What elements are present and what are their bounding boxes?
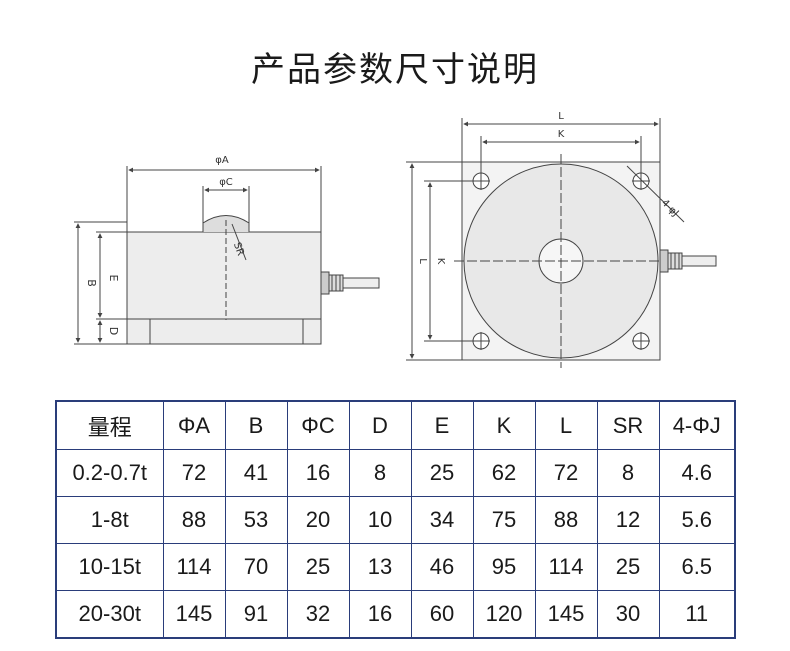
table-cell: 75 (472, 496, 536, 544)
table-row: 10-15t 114 70 25 13 46 95 114 25 6.5 (55, 543, 736, 591)
table-cell: 60 (410, 590, 474, 639)
table-header-cell: B (224, 400, 288, 450)
table-header-cell: SR (596, 400, 660, 450)
table-cell: 95 (472, 543, 536, 591)
table-cell: 72 (162, 449, 226, 497)
table-cell: 88 (162, 496, 226, 544)
table-cell: 4.6 (658, 449, 736, 497)
table-cell: 145 (162, 590, 226, 639)
table-header-cell: D (348, 400, 412, 450)
table-header-cell: E (410, 400, 474, 450)
top-view (406, 118, 717, 368)
table-cell: 91 (224, 590, 288, 639)
table-cell: 72 (534, 449, 598, 497)
label-l-side: L (417, 258, 428, 264)
table-header-cell: ΦC (286, 400, 350, 450)
table-header-cell: 4-ΦJ (658, 400, 736, 450)
table-cell: 20-30t (55, 590, 164, 639)
table-header-cell: 量程 (55, 400, 164, 450)
table-cell: 25 (286, 543, 350, 591)
table-cell: 0.2-0.7t (55, 449, 164, 497)
table-cell: 41 (224, 449, 288, 497)
table-cell: 16 (348, 590, 412, 639)
table-cell: 34 (410, 496, 474, 544)
table-header-row: 量程 ΦA B ΦC D E K L SR 4-ΦJ (55, 400, 736, 450)
spec-table: 量程 ΦA B ΦC D E K L SR 4-ΦJ 0.2-0.7t 72 4… (55, 400, 736, 639)
label-sr: SR (231, 241, 246, 257)
label-b: B (85, 279, 98, 287)
table-cell: 145 (534, 590, 598, 639)
table-cell: 25 (410, 449, 474, 497)
table-cell: 1-8t (55, 496, 164, 544)
connector-side (320, 271, 380, 295)
technical-drawing: φA φC B E D SR (74, 111, 717, 368)
table-cell: 32 (286, 590, 350, 639)
label-phi-a: φA (215, 155, 229, 166)
table-cell: 70 (224, 543, 288, 591)
table-row: 20-30t 145 91 32 16 60 120 145 30 11 (55, 590, 736, 639)
table-cell: 13 (348, 543, 412, 591)
side-view (74, 166, 380, 345)
table-cell: 11 (658, 590, 736, 639)
table-cell: 8 (596, 449, 660, 497)
table-cell: 10 (348, 496, 412, 544)
label-k-top: K (558, 129, 565, 140)
table-cell: 20 (286, 496, 350, 544)
table-cell: 5.6 (658, 496, 736, 544)
table-row: 0.2-0.7t 72 41 16 8 25 62 72 8 4.6 (55, 449, 736, 497)
table-cell: 46 (410, 543, 474, 591)
table-header-cell: ΦA (162, 400, 226, 450)
table-cell: 12 (596, 496, 660, 544)
table-cell: 114 (534, 543, 598, 591)
table-header-cell: K (472, 400, 536, 450)
table-cell: 6.5 (658, 543, 736, 591)
connector-top (659, 249, 717, 273)
table-cell: 30 (596, 590, 660, 639)
table-cell: 114 (162, 543, 226, 591)
table-row: 1-8t 88 53 20 10 34 75 88 12 5.6 (55, 496, 736, 544)
table-cell: 53 (224, 496, 288, 544)
table-cell: 8 (348, 449, 412, 497)
table-cell: 10-15t (55, 543, 164, 591)
label-phi-c: φC (219, 177, 233, 188)
table-cell: 16 (286, 449, 350, 497)
label-d: D (107, 327, 120, 335)
table-cell: 88 (534, 496, 598, 544)
corner-holes (472, 172, 650, 350)
side-view-body (126, 231, 322, 345)
table-cell: 25 (596, 543, 660, 591)
label-k-side: K (435, 258, 446, 265)
table-header-cell: L (534, 400, 598, 450)
page-title: 产品参数尺寸说明 (251, 50, 539, 90)
table-cell: 62 (472, 449, 536, 497)
table-cell: 120 (472, 590, 536, 639)
label-l-top: L (558, 111, 564, 122)
label-e: E (107, 275, 120, 282)
